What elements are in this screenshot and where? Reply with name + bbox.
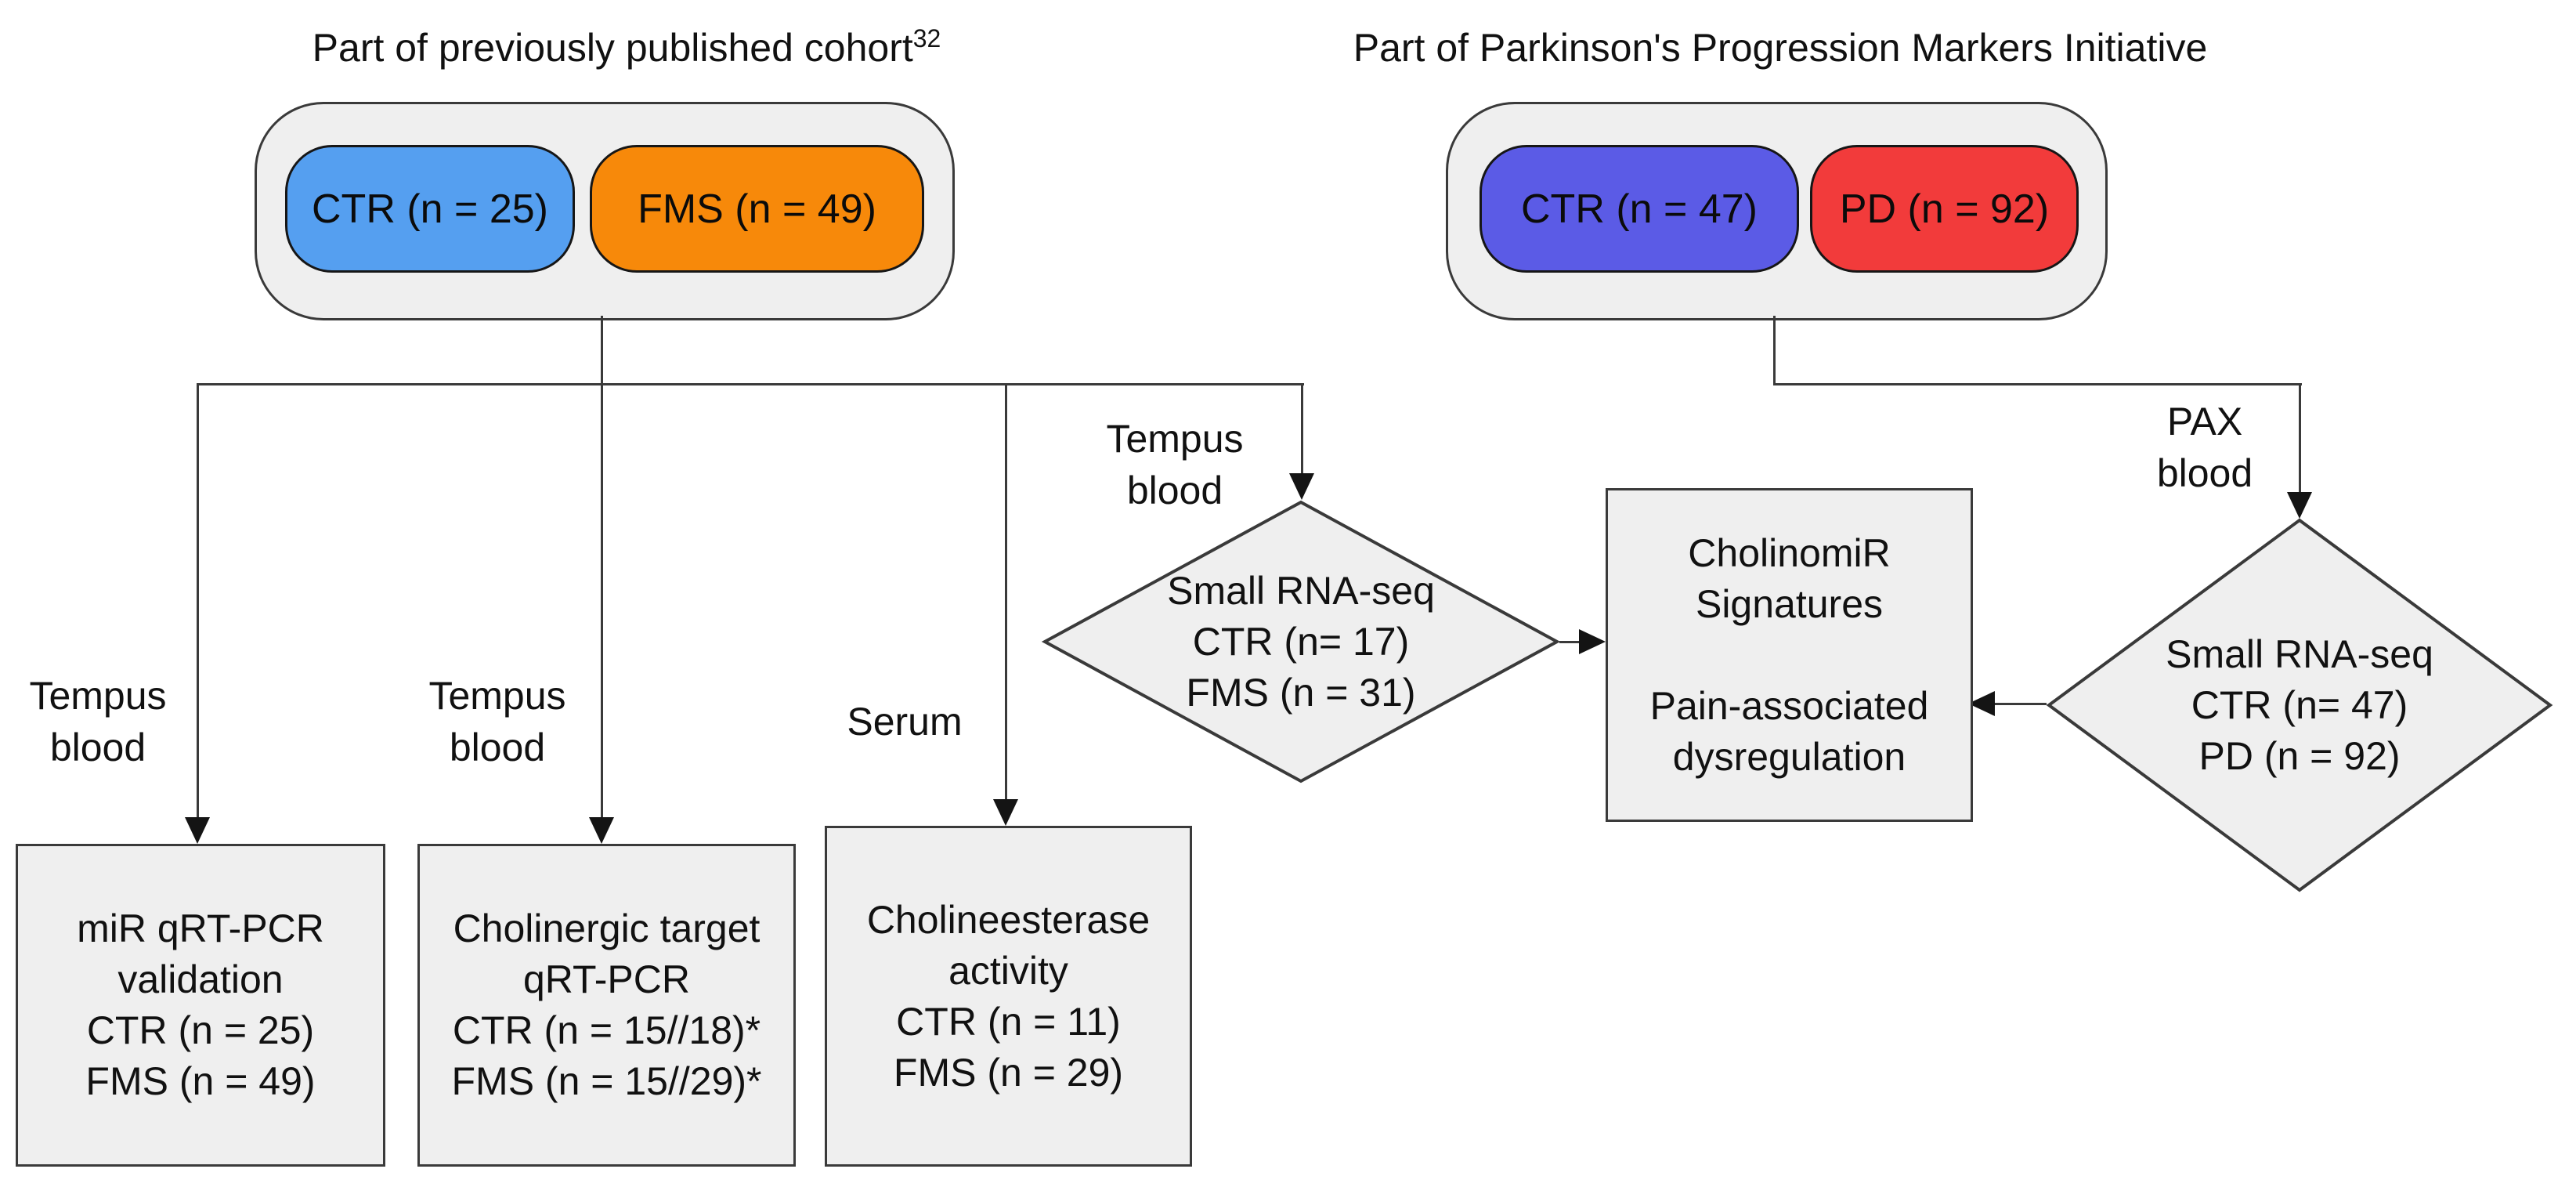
fms-rnaseq-diamond: Small RNA-seq CTR (n= 17) FMS (n = 31) (1042, 500, 1559, 783)
right-cohort-title: Part of Parkinson's Progression Markers … (1232, 24, 2329, 78)
mir-qrtpcr-validation-box: miR qRT-PCR validation CTR (n = 25) FMS … (16, 844, 385, 1167)
pd-rnaseq-diamond: Small RNA-seq CTR (n= 47) PD (n = 92) (2047, 518, 2553, 892)
box-line: CTR (n = 25) (86, 1008, 315, 1052)
label-line: Tempus (29, 674, 167, 718)
box-line: FMS (n = 49) (85, 1059, 316, 1103)
drop-line-cholinesterase (1005, 383, 1007, 804)
box-line: dysregulation (1672, 734, 1906, 779)
label-serum: Serum (807, 696, 1003, 747)
label-line: blood (2156, 451, 2253, 495)
box-line: Cholinergic target (453, 907, 761, 950)
left-branch-horizontal-line (197, 383, 1304, 385)
drop-line-cholinergic-target (601, 316, 603, 822)
cholinomir-signatures-box: CholinomiR Signatures Pain-associated dy… (1606, 488, 1973, 822)
box-line: CTR (n = 15//18)* (452, 1008, 761, 1052)
left-cohort-title: Part of previously published cohort32 (78, 24, 1175, 78)
box-line: qRT-PCR (522, 957, 690, 1001)
diamond-line: Small RNA-seq (2166, 631, 2433, 676)
label-tempus-blood-rnaseq: Tempus blood (1077, 413, 1273, 516)
left-cohort-title-text: Part of previously published cohort (312, 26, 913, 70)
arrowhead-cholinesterase-icon (993, 799, 1018, 826)
label-tempus-blood-validation: Tempus blood (0, 670, 196, 773)
drop-line-pd-rnaseq (2299, 383, 2301, 497)
box-line: miR qRT-PCR (77, 907, 324, 950)
right-cohort-container: CTR (n = 47) PD (n = 92) (1446, 102, 2108, 320)
box-line: FMS (n = 15//29)* (451, 1059, 762, 1103)
right-cohort-title-text: Part of Parkinson's Progression Markers … (1353, 26, 2208, 70)
box-line: Signatures (1695, 581, 1884, 626)
box-line: Pain-associated (1649, 683, 1929, 728)
label-line: Tempus (428, 674, 566, 718)
pd-pill-label: PD (n = 92) (1839, 186, 2050, 232)
cholinergic-target-qrtpcr-box: Cholinergic target qRT-PCR CTR (n = 15//… (417, 844, 796, 1167)
pd-pill: PD (n = 92) (1810, 145, 2079, 273)
diamond-line: Small RNA-seq (1167, 568, 1435, 613)
arrowhead-pd-rnaseq-icon (2287, 492, 2312, 519)
label-line: Tempus (1106, 417, 1244, 461)
label-line: blood (49, 726, 146, 769)
diamond-line: CTR (n= 17) (1192, 619, 1410, 664)
arrowhead-fms-rnaseq-icon (1289, 473, 1314, 500)
fms-to-center-line (1559, 641, 1581, 643)
ctr-pd-pill: CTR (n = 47) (1479, 145, 1799, 273)
drop-line-mir-validation (197, 383, 199, 822)
right-branch-horizontal-line (1773, 383, 2302, 385)
ctr-fms-pill: CTR (n = 25) (285, 145, 575, 273)
diamond-line: FMS (n = 31) (1186, 670, 1416, 715)
box-line: Cholineesterase (866, 897, 1151, 942)
label-line: blood (449, 726, 546, 769)
box-line: CholinomiR (1688, 530, 1891, 575)
arrowhead-into-center-left-icon (1579, 629, 1606, 654)
box-line: FMS (n = 29) (893, 1050, 1124, 1095)
left-cohort-container: CTR (n = 25) FMS (n = 49) (255, 102, 955, 320)
pd-rnaseq-diamond-shape (2046, 518, 2553, 892)
box-line: CTR (n = 11) (896, 999, 1121, 1044)
diamond-line: PD (n = 92) (2198, 733, 2401, 778)
diamond-line: CTR (n= 47) (2191, 682, 2408, 727)
box-line: validation (117, 957, 284, 1001)
arrowhead-cholinergic-target-icon (589, 817, 614, 844)
label-line: blood (1126, 469, 1223, 512)
fms-rnaseq-diamond-shape (1041, 500, 1561, 783)
ctr-fms-pill-label: CTR (n = 25) (312, 186, 548, 232)
arrowhead-mir-validation-icon (185, 817, 210, 844)
label-pax-blood: PAX blood (2107, 396, 2303, 499)
right-cohort-stem-line (1773, 316, 1776, 385)
label-line: PAX (2166, 400, 2243, 443)
box-line: activity (948, 948, 1068, 993)
cholinesterase-activity-box: Cholineesterase activity CTR (n = 11) FM… (825, 826, 1192, 1167)
left-cohort-title-superscript: 32 (912, 24, 941, 52)
label-line: Serum (847, 700, 963, 744)
drop-line-fms-rnaseq (1301, 383, 1303, 478)
label-tempus-blood-cholinergic: Tempus blood (399, 670, 595, 773)
pd-to-center-line (1993, 703, 2047, 705)
fms-pill-label: FMS (n = 49) (638, 186, 876, 232)
ctr-pd-pill-label: CTR (n = 47) (1521, 186, 1758, 232)
fms-pill: FMS (n = 49) (590, 145, 924, 273)
